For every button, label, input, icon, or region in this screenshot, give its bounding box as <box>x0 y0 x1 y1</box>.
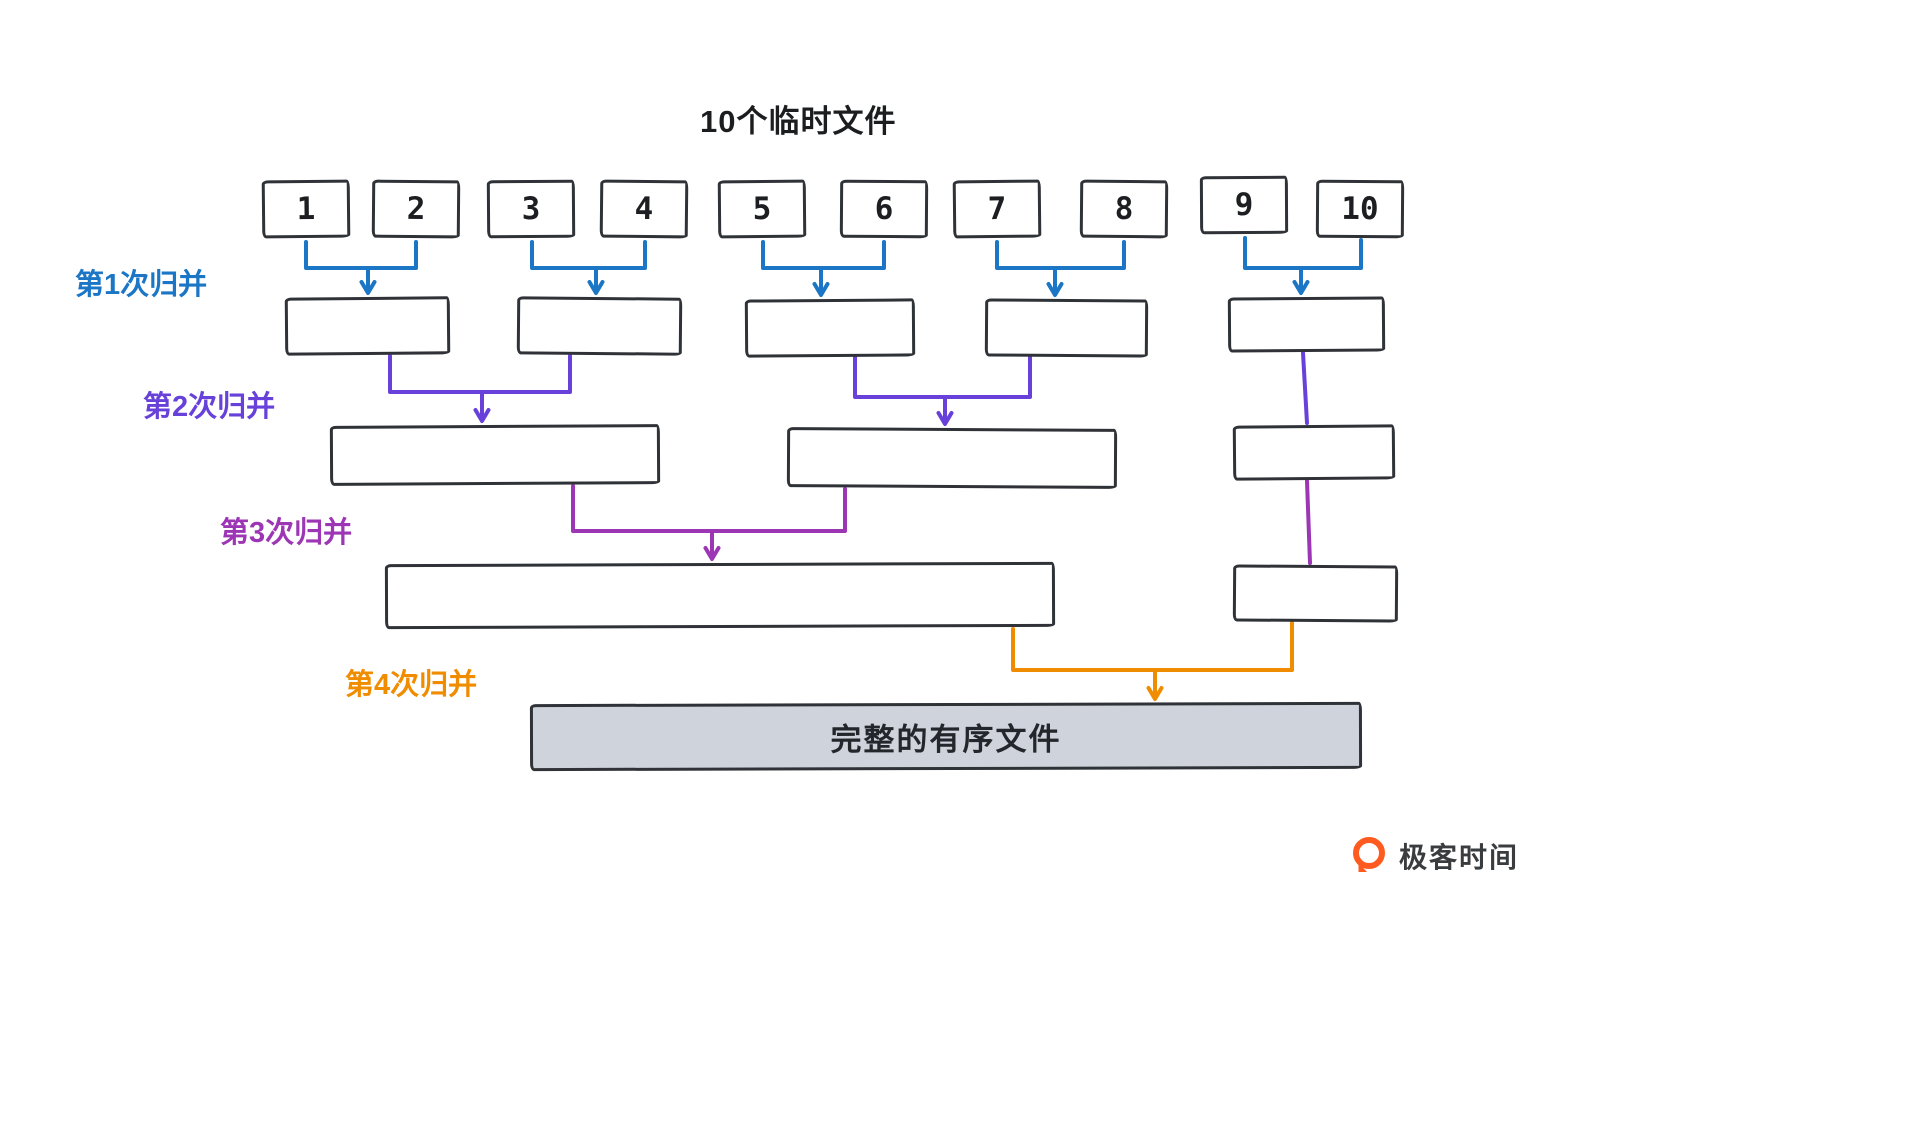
diagram-title: 10个临时文件 <box>700 104 897 139</box>
merge-r1-box-1 <box>284 296 451 356</box>
connector-round1-pair1 <box>304 240 418 295</box>
merge-r3-box-2 <box>1232 564 1399 623</box>
connector-round1-pair5 <box>1243 236 1363 295</box>
connector-round3-pair1 <box>571 484 847 561</box>
geektime-logo-text: 极客时间 <box>1399 842 1520 873</box>
connector-round1-pair2 <box>530 240 647 295</box>
file-box-3: 3 <box>486 179 576 239</box>
connector-round2-pair1 <box>388 354 572 423</box>
connector-round3-pass <box>1305 479 1312 565</box>
geektime-logo-icon <box>1353 837 1385 872</box>
file-box-2: 2 <box>371 179 461 239</box>
file-box-8: 8 <box>1079 179 1169 239</box>
connector-round2-pass <box>1301 351 1309 425</box>
file-box-1: 1 <box>261 179 351 239</box>
file-box-10: 10 <box>1315 179 1405 239</box>
merge-r1-box-4 <box>984 298 1149 358</box>
round3-label: 第3次归并 <box>220 517 353 549</box>
merge-r2-box-3 <box>1232 424 1396 481</box>
round2-label: 第2次归并 <box>143 391 276 423</box>
round1-label: 第1次归并 <box>75 269 208 301</box>
merge-r3-box-1 <box>384 561 1056 630</box>
round4-label: 第4次归并 <box>345 669 478 701</box>
connector-round1-pair4 <box>995 240 1126 297</box>
merge-r2-box-2 <box>786 427 1118 489</box>
file-box-5: 5 <box>717 179 807 239</box>
file-box-4: 4 <box>599 179 689 239</box>
final-box: 完整的有序文件 <box>529 701 1363 772</box>
connector-round1-pair3 <box>761 240 886 297</box>
merge-r2-box-1 <box>329 424 661 486</box>
merge-r1-box-3 <box>744 298 916 358</box>
file-box-7: 7 <box>952 179 1042 239</box>
merge-r1-box-5 <box>1227 296 1386 353</box>
file-box-9: 9 <box>1199 175 1289 235</box>
geektime-logo: 极客时间 <box>1348 834 1519 878</box>
connector-round2-pair2 <box>853 354 1032 426</box>
connector-round4-pair1 <box>1011 621 1294 701</box>
merge-r1-box-2 <box>516 296 683 356</box>
file-box-6: 6 <box>839 179 929 239</box>
